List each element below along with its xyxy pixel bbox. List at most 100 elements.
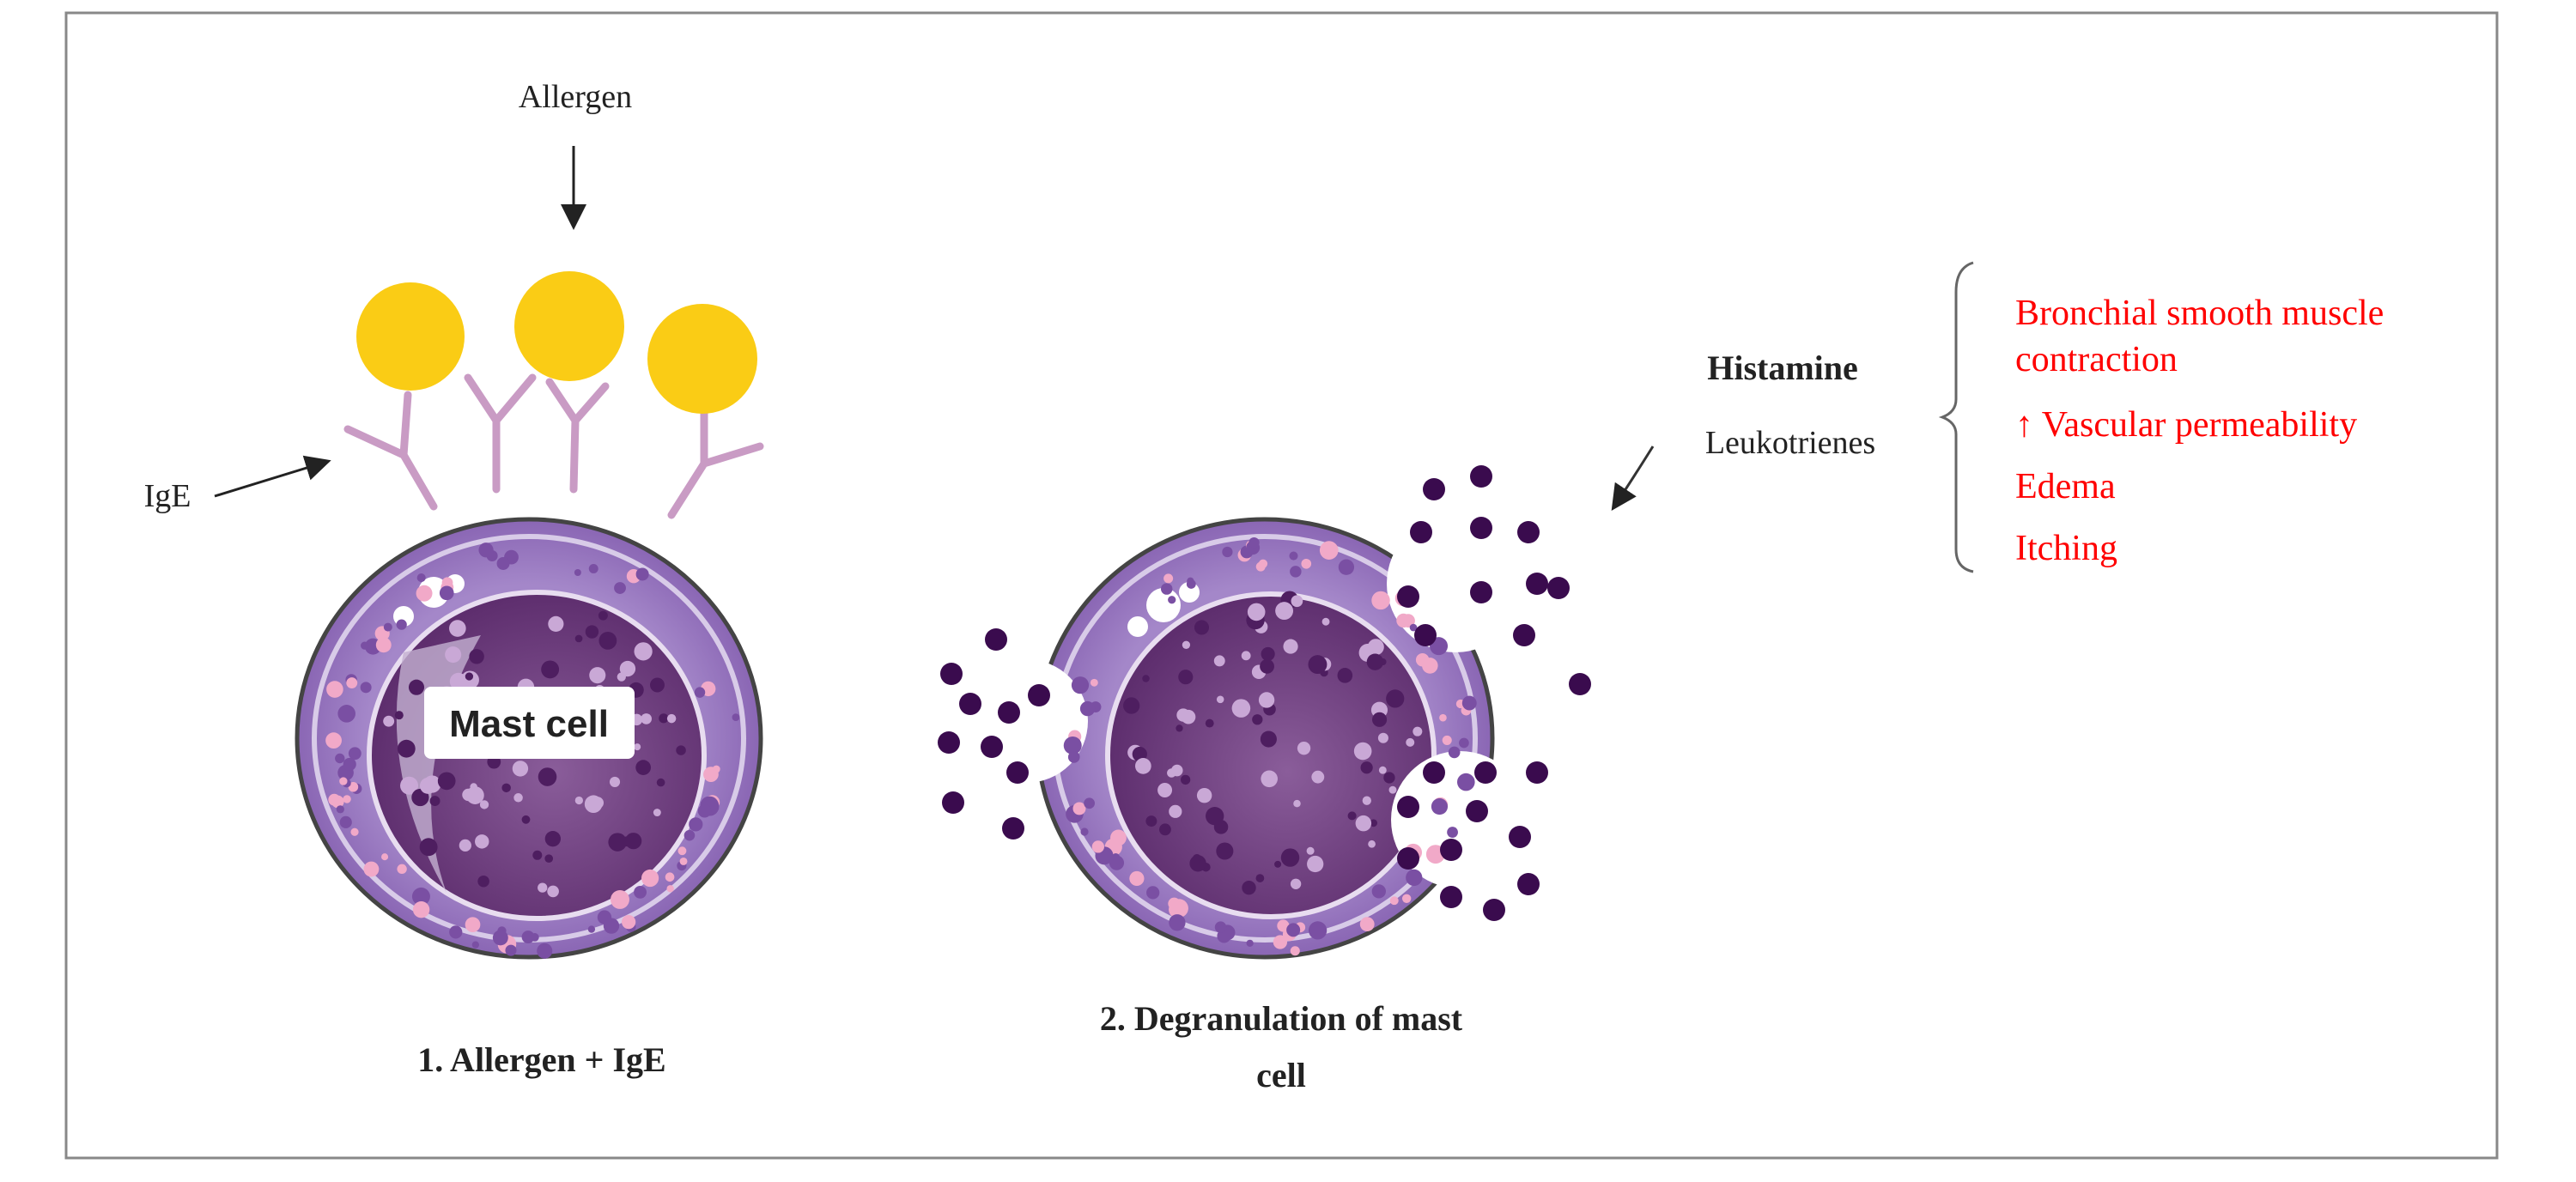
effect-item: Bronchial smooth muscle: [2015, 294, 2384, 333]
cell-spot: [397, 864, 407, 875]
cell-spot: [513, 793, 523, 803]
allergen-particle: [647, 304, 757, 414]
cell-spot: [679, 857, 688, 865]
granule: [959, 693, 981, 715]
cell-spot: [641, 869, 659, 888]
cell-spot: [1368, 840, 1376, 848]
cell-spot: [587, 925, 596, 933]
cell-spot: [1194, 620, 1210, 635]
cell-spot: [1347, 811, 1357, 821]
cell-spot: [1168, 897, 1181, 910]
granule: [1517, 521, 1540, 543]
cell-spot: [1186, 579, 1196, 589]
cell-spot: [1110, 829, 1127, 846]
granule: [1397, 585, 1419, 608]
cell-spot: [1169, 914, 1186, 931]
cell-spot: [1378, 766, 1387, 774]
cell-spot: [1071, 676, 1090, 694]
cell-spot: [1084, 797, 1096, 809]
cell-spot: [1231, 699, 1251, 718]
cell-spot: [512, 761, 529, 777]
cell-spot: [1079, 700, 1096, 717]
cell-spot: [1377, 732, 1388, 743]
histamine-label: Histamine: [1707, 349, 1858, 387]
cell-spot: [408, 679, 425, 695]
cell-spot: [665, 872, 675, 882]
granule: [1509, 826, 1531, 848]
granule: [1526, 573, 1548, 595]
cell-spot: [1063, 736, 1082, 755]
cell-spot: [337, 705, 355, 723]
brace: [1938, 261, 1974, 573]
cell-spot: [732, 713, 740, 722]
cell-spot: [335, 753, 345, 764]
cell-spot: [635, 760, 652, 775]
cell-spot: [326, 681, 343, 698]
cell-spot: [1431, 797, 1449, 815]
cell-spot: [614, 582, 626, 594]
cell-spot: [1306, 846, 1315, 855]
cell-spot: [429, 796, 440, 807]
cell-spot: [1176, 708, 1190, 722]
cell-spot: [1321, 617, 1330, 626]
released-granules: [938, 465, 1591, 921]
ige-antibodies: [343, 373, 764, 519]
cell-spot: [1366, 653, 1384, 670]
granule: [1423, 478, 1445, 500]
cell-spot: [530, 933, 539, 942]
cell-spot: [336, 805, 344, 814]
cell-spot: [584, 795, 603, 814]
cell-spot: [1146, 886, 1160, 900]
cell-spot: [1406, 737, 1415, 747]
cell-spot: [1247, 603, 1266, 621]
cell-spot: [1362, 796, 1371, 805]
cell-spot: [1290, 878, 1302, 889]
cell-spot: [1301, 558, 1312, 569]
cell-spot: [603, 918, 620, 934]
cell-spot: [544, 854, 554, 864]
granule: [981, 736, 1003, 758]
cell-spot: [339, 815, 352, 828]
cell-spot: [477, 875, 489, 888]
granule: [1397, 847, 1419, 870]
granule: [1470, 581, 1492, 603]
granule: [998, 701, 1020, 724]
cell-spot: [538, 767, 557, 786]
cell-spot: [588, 563, 598, 573]
cell-spot: [343, 795, 351, 803]
allergen-particle: [356, 282, 465, 391]
ige-arrow: [214, 455, 331, 498]
granule: [1547, 577, 1570, 599]
cell-spot: [1072, 802, 1086, 815]
cell-spot: [1409, 623, 1418, 632]
cell-spot: [1192, 854, 1202, 864]
cell-spot: [1290, 946, 1300, 956]
cell-spot: [1159, 823, 1171, 836]
cell-spot: [397, 739, 416, 758]
cell-spot: [1442, 735, 1452, 745]
allergen-particle: [514, 271, 624, 381]
cell-spot: [1252, 714, 1263, 725]
cell-spot: [676, 745, 686, 755]
cell-spot: [634, 885, 647, 899]
granule: [1569, 673, 1591, 695]
cell-spot: [1319, 541, 1339, 560]
cell-spot: [1067, 751, 1080, 763]
cell-spot: [1258, 559, 1268, 568]
cell-spot: [1123, 697, 1140, 714]
cell-spot: [1360, 761, 1373, 774]
cell-spot: [1222, 546, 1233, 558]
granule: [1470, 465, 1492, 488]
cell-spot: [1216, 695, 1224, 704]
cell-spot: [475, 834, 489, 849]
cell-spot: [419, 777, 436, 794]
cell-spot: [412, 900, 430, 918]
cell-spot: [1401, 894, 1412, 904]
cell-spot: [589, 667, 606, 684]
cell-spot: [653, 809, 661, 817]
cell-spot: [1274, 860, 1282, 868]
granule: [1002, 817, 1024, 840]
cell-spot: [677, 846, 687, 856]
cell-spot: [1370, 819, 1378, 827]
cell-spot: [1286, 923, 1301, 937]
